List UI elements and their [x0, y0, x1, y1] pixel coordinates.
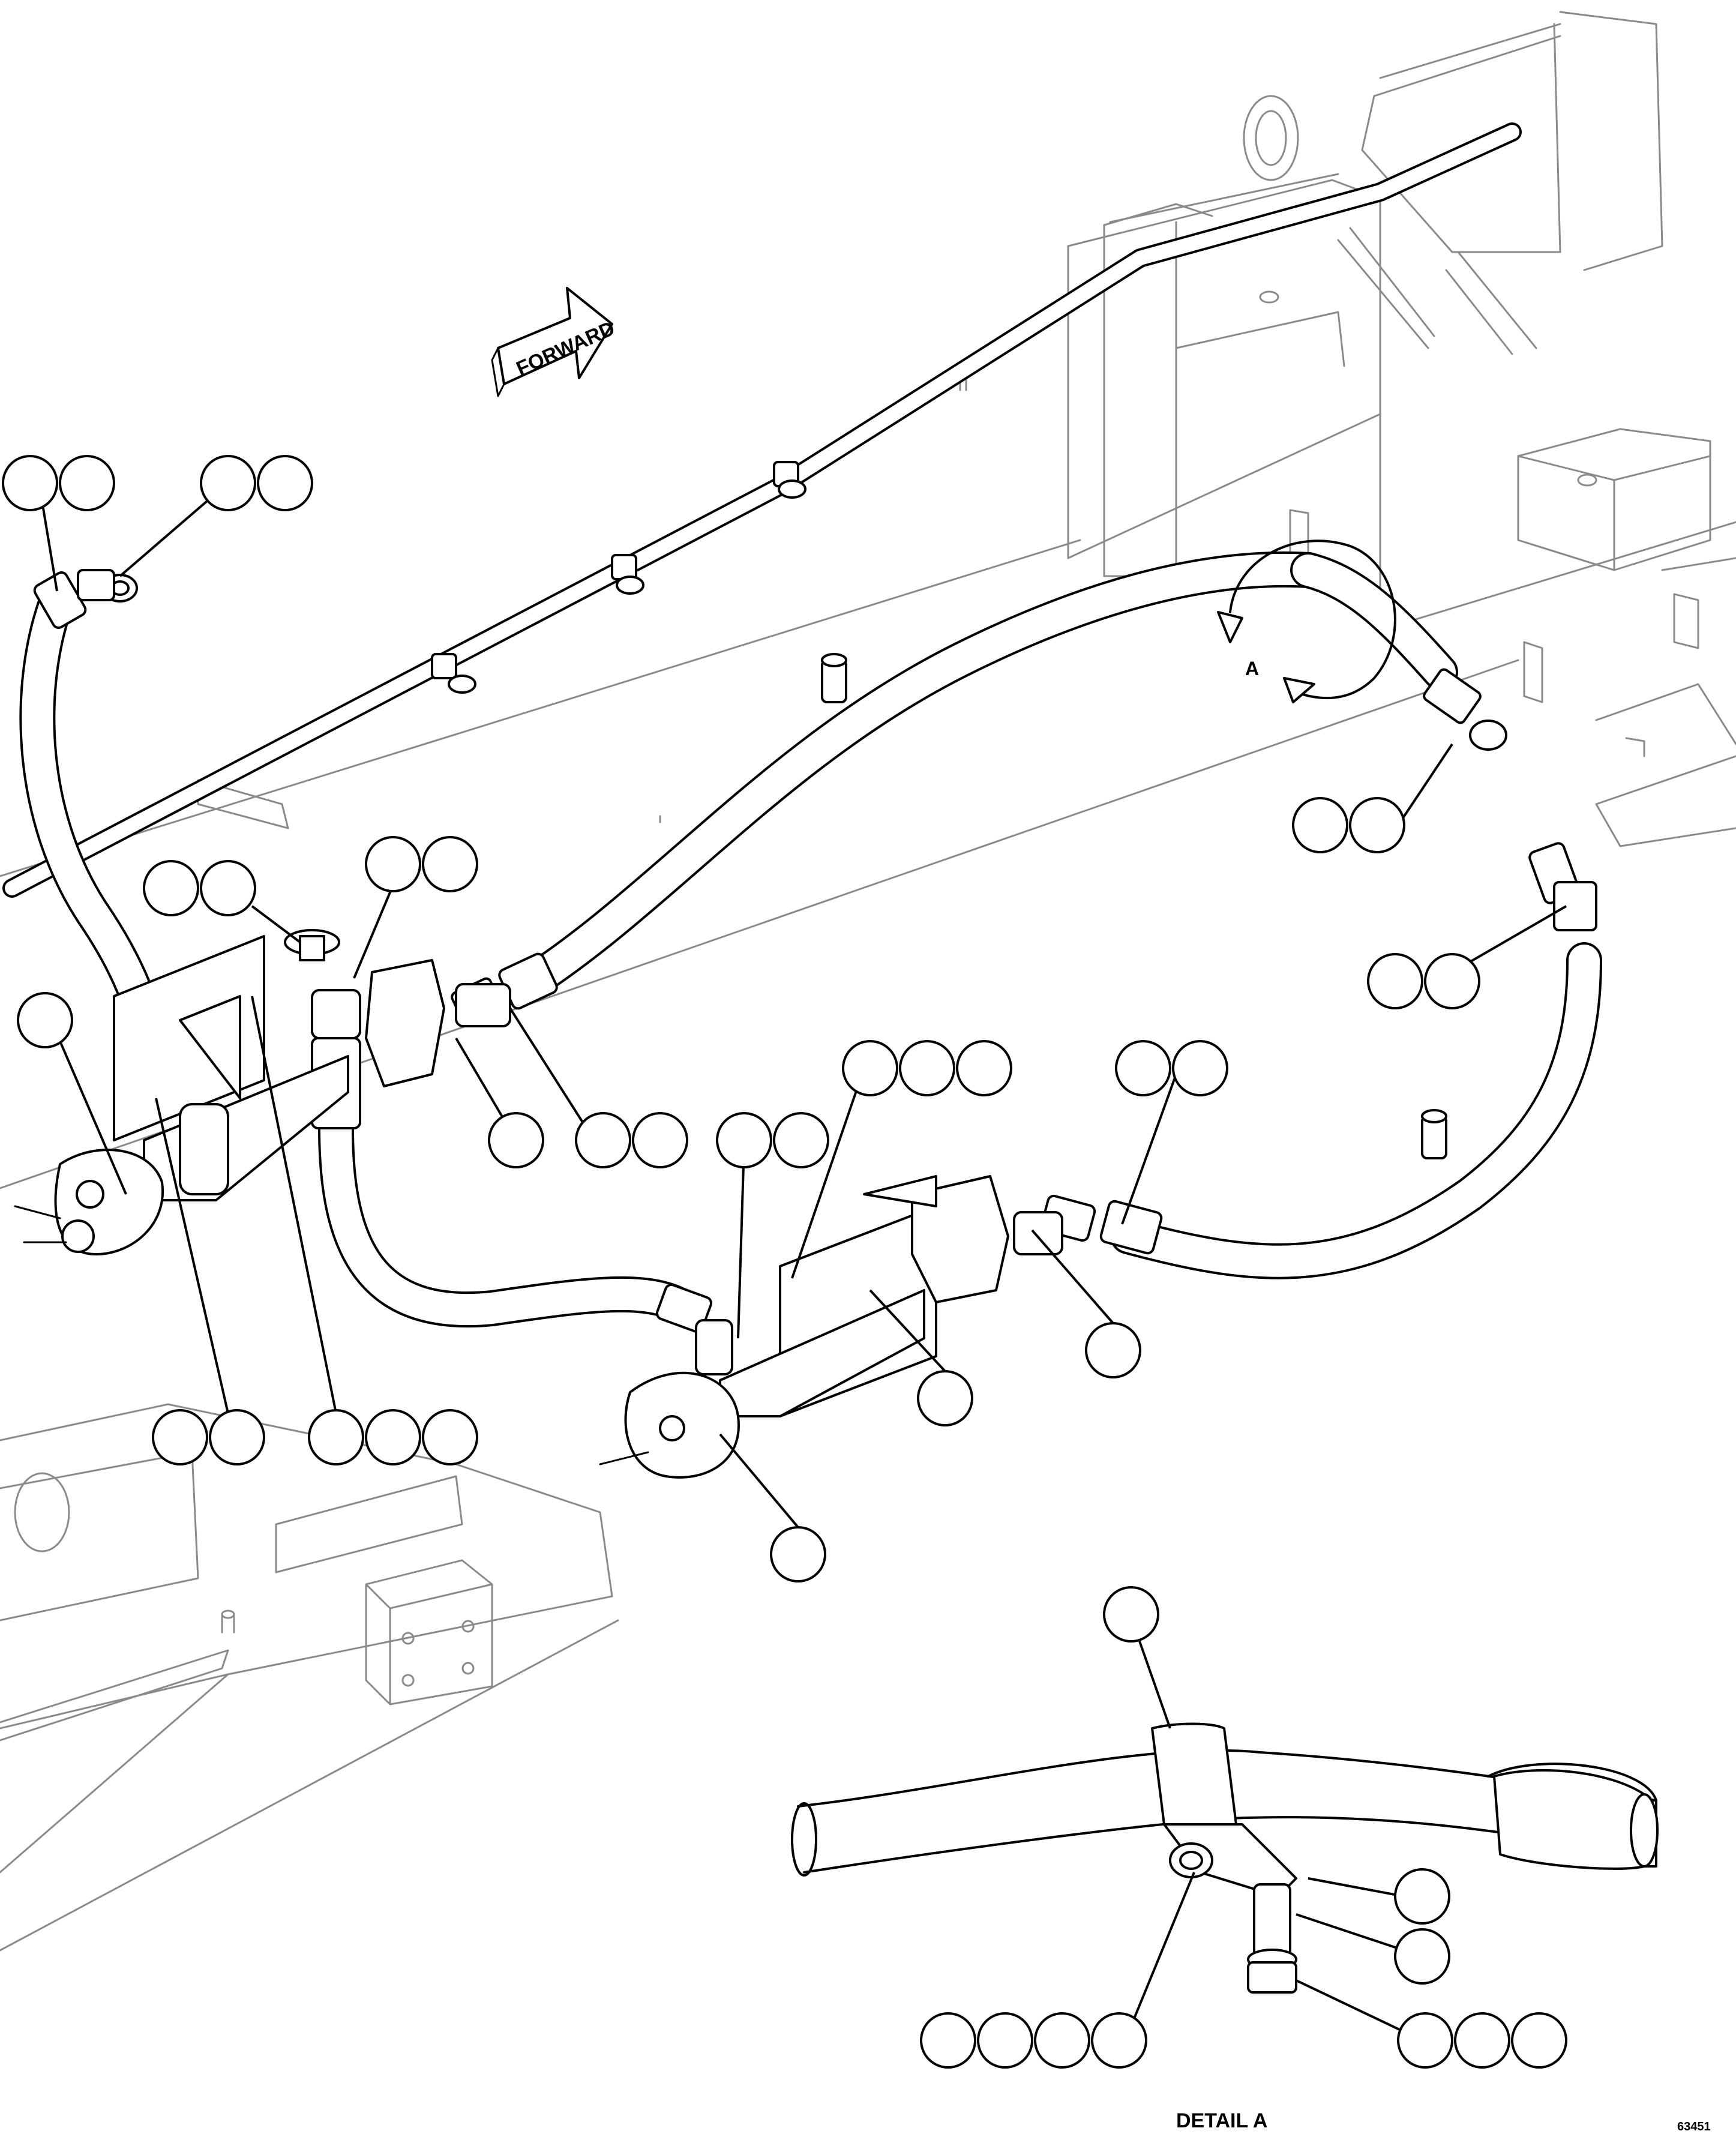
- drawing-number: 63451: [1677, 2120, 1711, 2133]
- view-arrowhead: [1217, 611, 1243, 643]
- callout-left-single: [17, 992, 73, 1048]
- callout-center-single: [488, 1112, 544, 1168]
- callout-lower-left-pair: [152, 1409, 265, 1465]
- callout-lower-left-triple: [308, 1409, 478, 1465]
- left-valve-assembly: [14, 935, 511, 1255]
- callout-bottom-center-single: [770, 1526, 826, 1582]
- detail-a: DETAIL A 63451: [791, 1722, 1711, 2133]
- callout-lower-right-single: [1085, 1322, 1141, 1378]
- hose-ferrule: [655, 1283, 713, 1333]
- hoses: [19, 551, 1602, 1328]
- callout-left-mid: [143, 860, 256, 916]
- callout-mid-center-pair: [716, 1112, 829, 1168]
- hose-end-fitting: [1423, 668, 1507, 751]
- tube-clamp: [773, 461, 806, 499]
- callout-right-upper: [1292, 797, 1405, 853]
- center-valve-assembly: [599, 1175, 1063, 1479]
- callout-detail-bottom-quad: [920, 2012, 1147, 2069]
- detail-title: DETAIL A: [1176, 2109, 1267, 2132]
- callout-detail-top: [1103, 1586, 1159, 1643]
- pin: [1421, 1109, 1447, 1159]
- forward-arrow: FORWARD: [491, 287, 618, 397]
- view-label: A: [1245, 658, 1259, 679]
- tube-clamp: [431, 653, 476, 694]
- callout-lower-center-single: [917, 1370, 973, 1426]
- callout-center-pair: [575, 1112, 688, 1168]
- view-arrowhead: [1283, 677, 1315, 703]
- view-a-indicator: A: [1217, 540, 1396, 703]
- callout-center-upper: [365, 836, 478, 892]
- callout-center-triple: [842, 1040, 1012, 1096]
- callout-detail-right-a: [1394, 1868, 1450, 1925]
- callout-right-center-pair: [1115, 1040, 1228, 1096]
- elbow-fitting: [33, 569, 138, 629]
- pin: [821, 653, 847, 703]
- rigid-tube: [2, 122, 1522, 898]
- callout-bubbles: [2, 455, 1567, 2069]
- callout-right-mid: [1367, 953, 1480, 1009]
- callout-detail-right-b: [1394, 1928, 1450, 1985]
- cap-fitting: [284, 929, 340, 961]
- callout-detail-bottom-triple: [1397, 2012, 1567, 2069]
- callout-top-left: [2, 455, 115, 511]
- tube-clamp: [611, 554, 644, 595]
- elbow-fitting: [1528, 842, 1597, 931]
- callout-top-mid: [200, 455, 313, 511]
- fittings: [33, 569, 1597, 1333]
